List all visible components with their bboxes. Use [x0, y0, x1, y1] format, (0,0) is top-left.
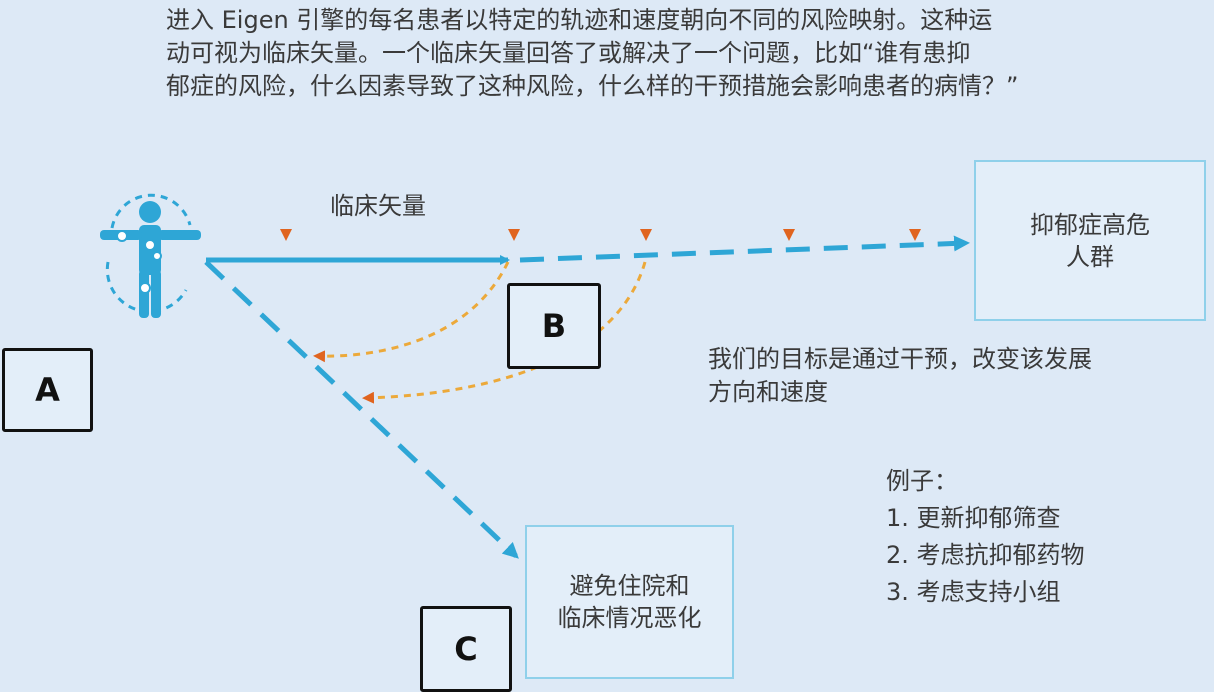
label-a: A: [2, 348, 93, 432]
example-item-3: 3. 考虑支持小组: [886, 578, 1061, 606]
examples-list: 例子： 1. 更新抑郁筛查 2. 考虑抗抑郁药物 3. 考虑支持小组: [886, 463, 1085, 611]
clinical-vector-label: 临床矢量: [330, 192, 426, 220]
intro-line-2: 动可视为临床矢量。一个临床矢量回答了或解决了一个问题，比如“谁有患抑: [166, 39, 971, 67]
examples-title: 例子：: [886, 467, 958, 495]
goal-line-1: 我们的目标是通过干预，改变该发展: [708, 345, 1092, 373]
intro-line-1: 进入 Eigen 引擎的每名患者以特定的轨迹和速度朝向不同的风险映射。这种运: [166, 6, 993, 34]
example-item-2: 2. 考虑抗抑郁药物: [886, 541, 1085, 569]
clinical-vector-dashed: [519, 235, 970, 263]
avoid-hospitalization-box: 避免住院和 临床情况恶化: [525, 525, 734, 679]
label-c: C: [420, 606, 512, 692]
intro-line-3: 郁症的风险，什么因素导致了这种风险，什么样的干预措施会影响患者的病情？”: [166, 72, 1019, 100]
label-b: B: [507, 283, 601, 369]
intervention-arc-2: [362, 261, 647, 404]
high-risk-box-line-2: 人群: [1066, 242, 1114, 271]
force-arrows: [280, 143, 921, 241]
goal-line-2: 方向和速度: [708, 378, 828, 406]
patient-figure-icon: [100, 193, 201, 318]
redirected-vector: [204, 260, 519, 559]
high-risk-group-box: 抑郁症高危 人群: [974, 160, 1206, 321]
avoid-box-line-2: 临床情况恶化: [557, 604, 702, 632]
example-item-1: 1. 更新抑郁筛查: [886, 504, 1061, 532]
intervention-arc-1: [313, 261, 510, 363]
goal-text: 我们的目标是通过干预，改变该发展 方向和速度: [708, 343, 1092, 409]
intro-paragraph: 进入 Eigen 引擎的每名患者以特定的轨迹和速度朝向不同的风险映射。这种运 动…: [166, 4, 1166, 103]
high-risk-box-line-1: 抑郁症高危: [1030, 210, 1150, 239]
avoid-box-line-1: 避免住院和: [569, 572, 690, 600]
